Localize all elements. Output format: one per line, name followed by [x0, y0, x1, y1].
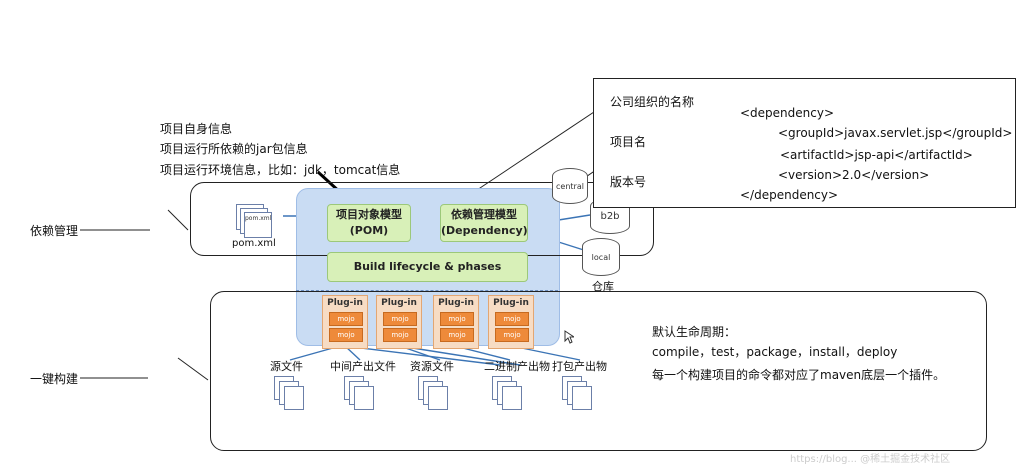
- xml-line-dependency-close: </dependency>: [740, 188, 839, 202]
- project-info-line-1: 项目自身信息: [160, 122, 233, 136]
- artifact-id-annotation: 项目名: [610, 135, 647, 149]
- one-click-build-label: 一键构建: [30, 372, 79, 386]
- build-lifecycle-box: Build lifecycle & phases: [327, 252, 528, 282]
- plugin-3: Plug-in mojo mojo: [433, 295, 479, 349]
- local-repo-icon: local: [582, 238, 620, 276]
- doc-icon: [428, 386, 448, 410]
- plugin-2-label: Plug-in: [381, 298, 417, 308]
- output-label-intermediate: 中间产出文件: [330, 360, 396, 373]
- plugin-2: Plug-in mojo mojo: [376, 295, 422, 349]
- b2b-repo-label: b2b: [600, 211, 620, 222]
- xml-line-dependency-open: <dependency>: [740, 106, 835, 120]
- central-repo-icon: central: [552, 168, 588, 204]
- doc-icon: [354, 386, 374, 410]
- pom-file-icon: pom.xml: [244, 212, 272, 238]
- lifecycle-phases: compile，test，package，install，deploy: [652, 345, 898, 359]
- project-info-line-2: 项目运行所依赖的jar包信息: [160, 142, 308, 156]
- default-lifecycle-title: 默认生命周期：: [652, 325, 737, 339]
- plugin-4-mojo-2: mojo: [495, 328, 529, 342]
- watermark: https://blog... @稀土掘金技术社区: [790, 454, 951, 465]
- plugin-4-mojo-1: mojo: [495, 312, 529, 326]
- plugin-3-mojo-2: mojo: [440, 328, 474, 342]
- repository-label: 仓库: [592, 280, 614, 293]
- plugin-1-mojo-1: mojo: [329, 312, 363, 326]
- plugin-1-label: Plug-in: [327, 298, 363, 308]
- pom-file-icon-text: pom.xml: [245, 215, 272, 222]
- plugin-4-label: Plug-in: [493, 298, 529, 308]
- plugin-4: Plug-in mojo mojo: [488, 295, 534, 349]
- lifecycle-plugin-note: 每一个构建项目的命令都对应了maven底层一个插件。: [652, 368, 946, 382]
- dependency-xml-box: [593, 78, 1016, 208]
- version-annotation: 版本号: [610, 175, 647, 189]
- doc-icon: [572, 386, 592, 410]
- plugin-3-mojo-1: mojo: [440, 312, 474, 326]
- xml-line-version: <version>2.0</version>: [778, 168, 930, 182]
- plugin-1-mojo-2: mojo: [329, 328, 363, 342]
- dependency-model-title: 依赖管理模型: [451, 208, 517, 221]
- output-label-package: 打包产出物: [552, 360, 607, 373]
- plugin-2-mojo-2: mojo: [383, 328, 417, 342]
- local-repo-label: local: [591, 253, 611, 262]
- mouse-cursor-icon: [564, 330, 574, 344]
- xml-line-group-id: <groupId>javax.servlet.jsp</groupId>: [778, 126, 1013, 140]
- central-repo-label: central: [556, 182, 584, 191]
- project-info-line-3: 项目运行环境信息，比如：jdk，tomcat信息: [160, 163, 401, 177]
- pom-model-box: 项目对象模型 (POM): [327, 204, 411, 242]
- one-click-build-box: [210, 291, 987, 451]
- group-id-annotation: 公司组织的名称: [610, 95, 695, 109]
- plugin-2-mojo-1: mojo: [383, 312, 417, 326]
- plugin-3-label: Plug-in: [438, 298, 474, 308]
- doc-icon: [284, 386, 304, 410]
- output-label-resources: 资源文件: [410, 360, 454, 373]
- dependency-model-subtitle: (Dependency): [441, 224, 528, 237]
- plugin-1: Plug-in mojo mojo: [322, 295, 368, 349]
- output-label-binary: 二进制产出物: [484, 360, 550, 373]
- plugin-separator: [296, 290, 558, 291]
- xml-line-artifact-id: <artifactId>jsp-api</artifactId>: [780, 148, 973, 162]
- output-label-source: 源文件: [270, 360, 303, 373]
- pom-model-subtitle: (POM): [349, 224, 389, 237]
- pom-model-title: 项目对象模型: [336, 208, 402, 221]
- pom-file-label: pom.xml: [232, 238, 276, 249]
- doc-icon: [502, 386, 522, 410]
- dependency-model-box: 依赖管理模型 (Dependency): [440, 204, 528, 242]
- dependency-management-label: 依赖管理: [30, 224, 79, 238]
